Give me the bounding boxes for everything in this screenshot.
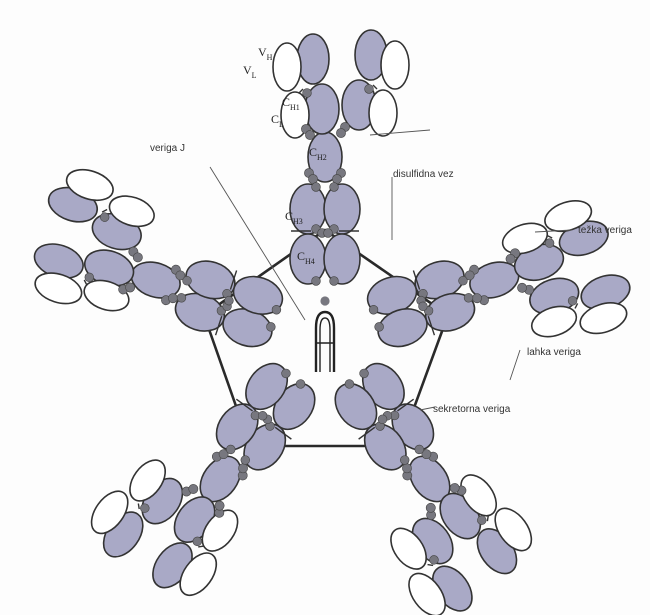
igm-monomer-2: [356, 191, 641, 399]
igm-monomer-5: [19, 161, 304, 369]
j-chain: [316, 296, 334, 372]
heavy-chain-label: težka veriga: [578, 225, 632, 236]
fab-arm: [453, 191, 641, 368]
igm-monomer-1: [273, 30, 409, 285]
fc-core-domains: [290, 183, 360, 286]
igm-monomer-4: [78, 326, 338, 613]
secretory-chain-label: sekretorna veriga: [433, 404, 511, 415]
j-chain-label: veriga J: [150, 143, 185, 154]
vh-label: VH: [258, 45, 273, 62]
igm-monomer-3: [286, 345, 546, 615]
vl-label: VL: [243, 63, 257, 80]
disulfide-bond-label: disulfidna vez: [393, 169, 454, 180]
fc-core-domains: [361, 255, 480, 353]
light-chain-label: lahka veriga: [527, 347, 581, 358]
